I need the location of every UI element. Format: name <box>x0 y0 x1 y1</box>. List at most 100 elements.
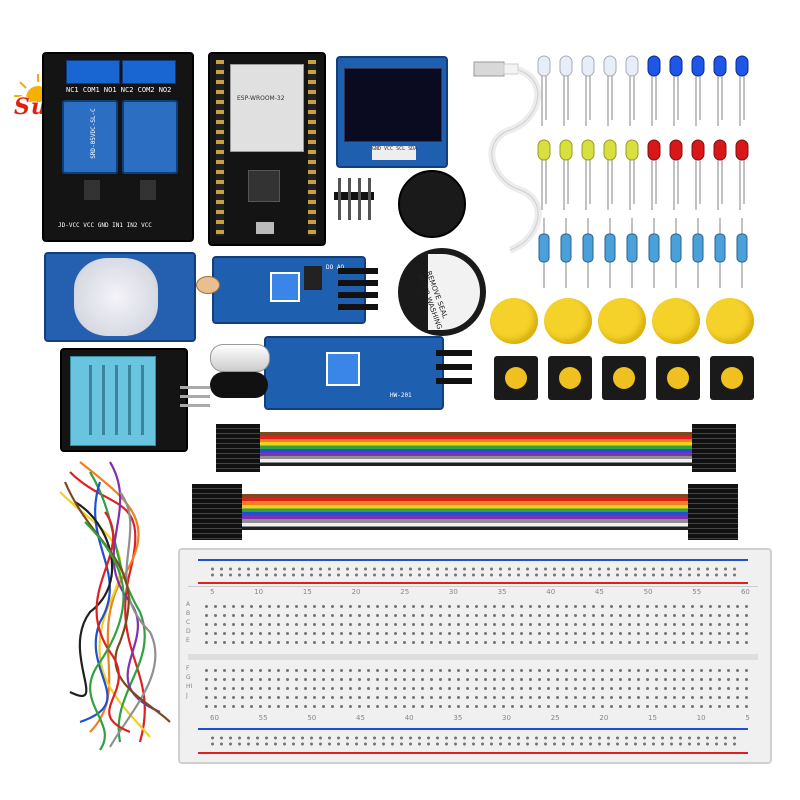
photoresistor <box>196 276 220 294</box>
pin-header <box>334 178 374 220</box>
resistors <box>538 218 748 288</box>
dupont-ribbon-cable <box>192 484 738 540</box>
oled-display: GND VCC SCL SDA <box>336 56 448 168</box>
micro-usb-port <box>256 222 274 234</box>
column-number: 5 <box>210 588 215 596</box>
column-number: 50 <box>307 714 317 722</box>
column-number: 55 <box>258 714 268 722</box>
ldr-pins <box>338 268 378 312</box>
blue-leds <box>647 55 749 77</box>
potentiometer <box>270 272 300 302</box>
column-number: 55 <box>692 588 702 596</box>
tactile-switch <box>656 356 700 400</box>
row-letters-bottom: FGHIJ <box>186 665 193 699</box>
breadboard: 5 10 15 20 25 30 35 40 45 50 55 60 ABCDE… <box>178 548 772 764</box>
ribbon-connectors-left <box>216 424 260 472</box>
red-leds <box>647 139 749 161</box>
yellow-leds <box>537 139 639 161</box>
column-number: 30 <box>448 588 458 596</box>
column-number: 60 <box>210 714 219 722</box>
esp32-board: ESP-WROOM-32 <box>208 52 326 246</box>
column-number: 15 <box>648 714 657 722</box>
button-cap <box>544 298 592 344</box>
button-cap <box>652 298 700 344</box>
relay-silk-bottom: JD-VCC VCC GND IN1 IN2 VCC <box>58 222 152 229</box>
relay-label: SRD-05VDC-SL-C <box>89 108 97 159</box>
jumper-wire-bundle <box>59 461 171 751</box>
column-numbers-bottom: 60 55 50 45 40 35 30 25 20 15 10 5 <box>210 714 750 726</box>
relay-module: NC1 COM1 NO1 NC2 COM2 NO2 SRD-05VDC-SL-C… <box>42 52 194 242</box>
oled-screen <box>344 68 442 142</box>
ribbon-connectors-left <box>192 484 242 540</box>
oled-pin-labels: GND VCC SCL SDA <box>372 146 418 152</box>
fresnel-lens <box>74 258 158 336</box>
oled-pins: GND VCC SCL SDA <box>372 146 418 160</box>
terminal-strip-bottom <box>202 666 750 714</box>
terminal-strip-top <box>202 602 750 650</box>
passive-buzzer: REMOVE SEAL AFTER WASHING <box>398 248 486 336</box>
button-caps <box>490 298 760 348</box>
column-number: 25 <box>400 588 410 596</box>
ldr-silk: DO AO <box>326 264 345 271</box>
dht11-sensor <box>70 356 156 446</box>
button-cap <box>598 298 646 344</box>
button-cap <box>706 298 754 344</box>
ir-emitter <box>210 344 270 372</box>
column-number: 35 <box>497 588 507 596</box>
terminal-block <box>66 60 120 84</box>
screw-terminals <box>66 60 176 84</box>
ribbon-connectors-right <box>688 484 738 540</box>
column-number: 25 <box>550 714 560 722</box>
usb-chip <box>248 170 280 202</box>
relay-1: SRD-05VDC-SL-C <box>62 100 118 174</box>
ir-obstacle-module: HW-201 <box>210 336 472 410</box>
buzzer-sticker-text: REMOVE SEAL AFTER WASHING <box>416 270 450 331</box>
ribbon-wires <box>240 494 692 530</box>
dht11-module <box>60 348 210 452</box>
usb-a-plug <box>473 61 505 77</box>
power-rail-top <box>188 556 758 587</box>
dupont-ribbon-cable <box>216 424 736 472</box>
active-buzzer <box>398 170 466 238</box>
transistor <box>140 180 156 200</box>
column-number: 50 <box>643 588 653 596</box>
power-rail-bottom <box>188 726 758 756</box>
esp32-module: ESP-WROOM-32 <box>230 64 304 152</box>
sensor-grille <box>79 365 147 435</box>
chip-label: ESP-WROOM-32 <box>237 95 285 102</box>
column-number: 30 <box>502 714 511 722</box>
ir-pins <box>436 350 472 392</box>
column-number: 10 <box>696 714 706 722</box>
relay-silk-top: NC1 COM1 NO1 NC2 COM2 NO2 <box>66 86 172 94</box>
column-numbers-top: 5 10 15 20 25 30 35 40 45 50 55 60 <box>210 588 750 600</box>
dht11-pins <box>180 386 210 412</box>
buzzer-sticker: REMOVE SEAL AFTER WASHING <box>416 254 480 331</box>
ir-silk: HW-201 <box>390 392 412 399</box>
column-number: 40 <box>546 588 556 596</box>
pir-sensor <box>44 252 196 342</box>
usb-cable <box>473 61 542 254</box>
ldr-module: DO AO <box>196 256 378 324</box>
column-number: 20 <box>351 588 361 596</box>
ribbon-connectors-right <box>692 424 736 472</box>
tactile-switch <box>602 356 646 400</box>
left-pin-header <box>216 60 224 236</box>
terminal-block <box>122 60 176 84</box>
led-assortment <box>537 55 749 210</box>
relay-2 <box>122 100 178 174</box>
potentiometer <box>326 352 360 386</box>
tactile-switch <box>548 356 592 400</box>
center-channel <box>188 654 758 660</box>
column-number: 35 <box>453 714 463 722</box>
clear-leds <box>537 55 639 77</box>
row-letters-top: ABCDE <box>186 601 191 644</box>
ir-receiver <box>210 372 268 398</box>
column-number: 45 <box>356 714 365 722</box>
column-number: 60 <box>740 588 750 596</box>
column-number: 20 <box>599 714 609 722</box>
column-number: 40 <box>404 714 414 722</box>
column-number: 10 <box>254 588 264 596</box>
right-pin-header <box>308 60 316 236</box>
column-number: 5 <box>745 714 750 722</box>
transistor <box>84 180 100 200</box>
